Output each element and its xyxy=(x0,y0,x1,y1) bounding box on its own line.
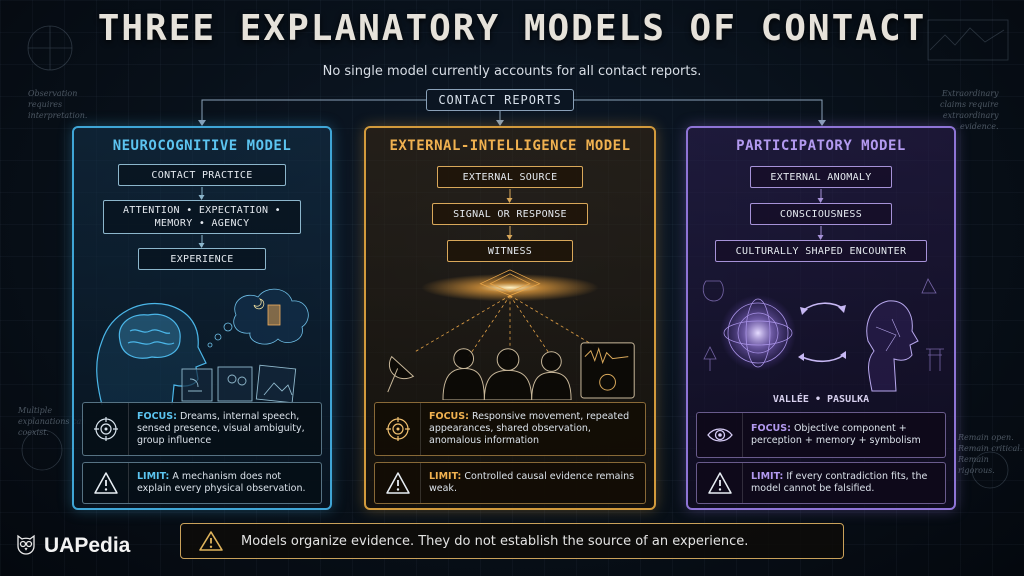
flow-arrow xyxy=(817,226,824,240)
limit-card: LIMIT: If every contradiction fits, the … xyxy=(696,462,946,504)
focus-text: FOCUS: Responsive movement, repeated app… xyxy=(429,411,630,446)
flow-step-experience: EXPERIENCE xyxy=(138,248,266,270)
target-icon xyxy=(83,403,129,455)
limit-text: LIMIT: Controlled causal evidence remain… xyxy=(429,471,635,494)
side-note-right-mid: Remain open.Remain critical.Remain rigor… xyxy=(958,433,1023,475)
flow-step-signal-or-response: SIGNAL OR RESPONSE xyxy=(432,203,588,225)
limit-card: LIMIT: A mechanism does not explain ever… xyxy=(82,462,322,504)
focus-card: FOCUS: Dreams, internal speech, sensed p… xyxy=(82,402,322,456)
external-intelligence-model-panel: EXTERNAL-INTELLIGENCE MODEL EXTERNAL SOU… xyxy=(364,126,656,510)
flow-step-external-source: EXTERNAL SOURCE xyxy=(437,166,583,188)
page-title: THREE EXPLANATORY MODELS OF CONTACT xyxy=(97,8,927,49)
page-subtitle: No single model currently accounts for a… xyxy=(322,64,702,79)
eye-icon xyxy=(697,413,743,457)
panel-title: NEUROCOGNITIVE MODEL xyxy=(112,138,292,154)
flow-step-attention-expectation: ATTENTION • EXPECTATION • MEMORY • AGENC… xyxy=(103,200,301,234)
warning-icon xyxy=(181,530,241,552)
uapedia-logo[interactable]: UAPedia xyxy=(14,532,130,560)
flow-step-external-anomaly: EXTERNAL ANOMALY xyxy=(750,166,892,188)
panel-title: PARTICIPATORY MODEL xyxy=(736,138,906,154)
focus-text: FOCUS: Objective component + perception … xyxy=(751,423,921,446)
warning-icon xyxy=(697,463,743,503)
flow-step-witness: WITNESS xyxy=(447,240,573,262)
warning-icon xyxy=(375,463,421,503)
limit-text: LIMIT: A mechanism does not explain ever… xyxy=(137,471,306,494)
limit-text: LIMIT: If every contradiction fits, the … xyxy=(751,471,928,494)
researchers-label: VALLÉE • PASULKA xyxy=(772,394,870,405)
flow-step-consciousness: CONSCIOUSNESS xyxy=(750,203,892,225)
target-icon xyxy=(375,403,421,455)
neurocognitive-model-panel: NEUROCOGNITIVE MODEL CONTACT PRACTICE AT… xyxy=(72,126,332,510)
panel-title: EXTERNAL-INTELLIGENCE MODEL xyxy=(389,138,631,154)
flow-step-contact-practice: CONTACT PRACTICE xyxy=(118,164,286,186)
flow-arrow xyxy=(198,235,205,248)
focus-card: FOCUS: Responsive movement, repeated app… xyxy=(374,402,646,456)
warning-icon xyxy=(83,463,129,503)
limit-card: LIMIT: Controlled causal evidence remain… xyxy=(374,462,646,504)
flow-arrow xyxy=(198,187,205,200)
flow-arrow xyxy=(506,189,513,203)
owl-icon xyxy=(14,532,38,560)
brain-head-illustration xyxy=(96,288,309,406)
focus-card: FOCUS: Objective component + perception … xyxy=(696,412,946,458)
signal-witness-illustration xyxy=(387,269,635,400)
logo-text: UAPedia xyxy=(44,534,131,557)
participatory-model-panel: PARTICIPATORY MODEL EXTERNAL ANOMALY CON… xyxy=(686,126,956,510)
root-node-contact-reports: CONTACT REPORTS xyxy=(426,89,574,111)
flow-step-culturally-shaped-encounter: CULTURALLY SHAPED ENCOUNTER xyxy=(715,240,927,262)
flow-arrow xyxy=(506,226,513,240)
footer-callout: Models organize evidence. They do not es… xyxy=(180,523,844,559)
anomaly-consciousness-illustration xyxy=(702,278,944,392)
focus-text: FOCUS: Dreams, internal speech, sensed p… xyxy=(137,411,305,446)
flow-arrow xyxy=(817,189,824,203)
footer-text: Models organize evidence. They do not es… xyxy=(241,533,749,549)
